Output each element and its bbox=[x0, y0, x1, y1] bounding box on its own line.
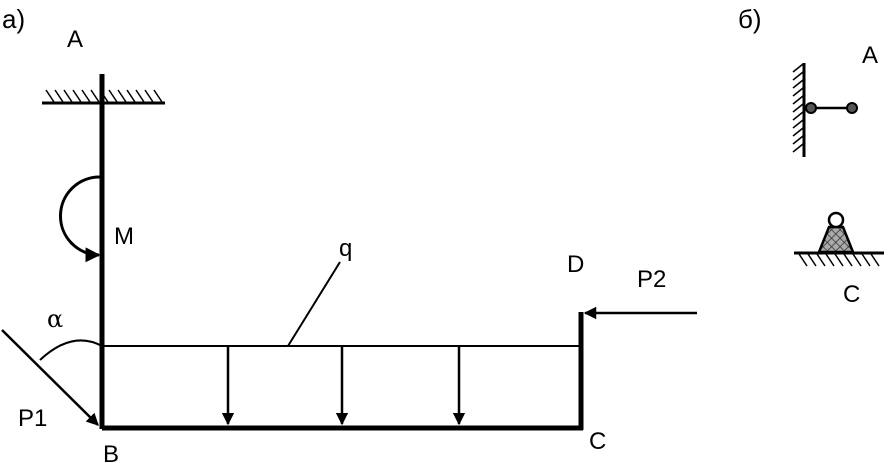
point-b-label: B bbox=[103, 441, 119, 463]
panel-a-label: а) bbox=[2, 4, 25, 34]
panel-b-label: б) bbox=[738, 4, 762, 34]
support-a-link bbox=[792, 63, 858, 157]
point-c-label: C bbox=[589, 428, 606, 455]
force-p1-arrow bbox=[1, 329, 99, 426]
force-p1-label: P1 bbox=[18, 405, 47, 432]
hinge-circle bbox=[805, 102, 817, 114]
angle-arc bbox=[39, 339, 103, 361]
load-label: q bbox=[339, 235, 352, 262]
panel-a: а) A M bbox=[1, 4, 697, 463]
moment-label: M bbox=[114, 223, 134, 250]
support-c-label: C bbox=[843, 281, 860, 308]
point-a-label: A bbox=[67, 26, 83, 53]
panel-b: б) A bbox=[738, 4, 884, 308]
angle-label: α bbox=[47, 305, 63, 333]
distributed-load bbox=[102, 261, 581, 426]
hinge-circle bbox=[846, 102, 858, 114]
moment-arrow bbox=[59, 175, 101, 263]
support-c-pin bbox=[794, 211, 884, 267]
support-a-label: A bbox=[862, 42, 878, 69]
force-p2-label: P2 bbox=[637, 266, 666, 293]
load-leader-line bbox=[287, 261, 341, 347]
hinge-circle bbox=[827, 211, 845, 229]
point-d-label: D bbox=[567, 251, 584, 278]
